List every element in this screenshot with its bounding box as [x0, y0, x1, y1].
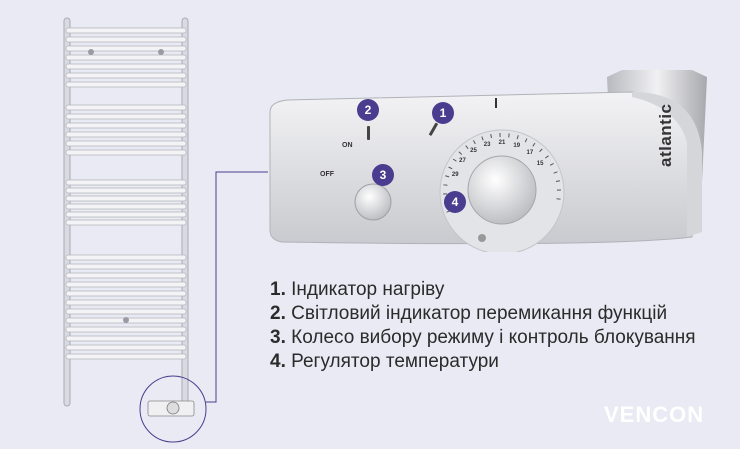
rail-bar: [65, 179, 187, 186]
dial-number: 19: [513, 142, 521, 149]
dial-tick: [490, 133, 492, 139]
rail-bar: [65, 63, 187, 70]
rail-bar: [65, 140, 187, 147]
rail-bar: [65, 104, 187, 111]
rail-bar: [65, 290, 187, 297]
badge-2: 2: [357, 99, 379, 121]
rail-bar: [65, 344, 187, 351]
badge-3: 3: [372, 164, 394, 186]
rail-bar: [65, 203, 187, 210]
rail-bar: [65, 72, 187, 79]
rail-bar: [65, 308, 187, 315]
legend-item-3: 3. Колесо вибору режиму і контроль блоку…: [270, 327, 696, 348]
rail-bar: [65, 335, 187, 342]
rail-bar: [65, 219, 187, 226]
dial-number: 25: [470, 148, 477, 155]
rail-bar: [65, 299, 187, 306]
dial-number: 17: [526, 150, 534, 157]
dial-tick: [539, 148, 543, 153]
vencon-logo: VENCON: [604, 402, 704, 428]
dial-number: 27: [459, 158, 466, 165]
rail-bar: [65, 131, 187, 138]
dial-tick: [458, 151, 463, 155]
badge-1: 1: [432, 102, 454, 124]
dial-tick: [555, 180, 561, 182]
rail-bar: [65, 187, 187, 194]
dial-tick: [549, 162, 554, 166]
dial-tick: [445, 175, 450, 178]
off-label: OFF: [320, 171, 334, 178]
rail-bar: [65, 272, 187, 279]
dial-tick: [553, 171, 558, 174]
dial-number: 15: [536, 161, 544, 168]
on-label: ON: [342, 142, 353, 149]
rail-bar: [65, 149, 187, 156]
rail-bar: [65, 122, 187, 129]
rail-bar: [65, 81, 187, 88]
legend-item-2: 2. Світловий індикатор перемикання функц…: [270, 303, 668, 324]
rail-bar: [65, 326, 187, 333]
rail-bar: [65, 195, 187, 202]
vencon-wordmark: VENCON: [604, 402, 705, 427]
control-unit-body: [269, 70, 707, 255]
rail-bar: [65, 54, 187, 61]
towel-rail-illustration: [63, 17, 189, 410]
dial-tick: [545, 155, 549, 159]
dial-tick: [532, 142, 536, 147]
rail-bar: [65, 113, 187, 120]
rail-bar: [65, 281, 187, 288]
legend-list: 1. Індикатор нагріву 2. Світловий індика…: [270, 278, 730, 374]
rail-bar: [65, 36, 187, 43]
dial-tick: [465, 145, 469, 149]
dial-tick: [452, 158, 457, 162]
dial-tick: [472, 140, 476, 145]
dial-tick: [516, 135, 519, 140]
rail-bar: [65, 254, 187, 261]
dial-tick: [481, 136, 484, 141]
rail-bar: [65, 353, 187, 360]
brand-logo: atlantic: [656, 103, 675, 167]
badge-4: 4: [444, 191, 466, 213]
rail-bar: [65, 27, 187, 34]
dial-number: 23: [483, 141, 491, 148]
dial-tick: [448, 166, 453, 170]
legend-item-4: 4. Регулятор температури: [270, 351, 499, 372]
legend-item-1: 1. Індикатор нагріву: [270, 279, 445, 300]
dial-number: 29: [451, 171, 459, 178]
rail-bar: [65, 45, 187, 52]
rail-bar: [65, 211, 187, 218]
dial-number: 21: [498, 140, 506, 147]
dial-tick: [524, 138, 528, 143]
rail-bar: [65, 263, 187, 270]
